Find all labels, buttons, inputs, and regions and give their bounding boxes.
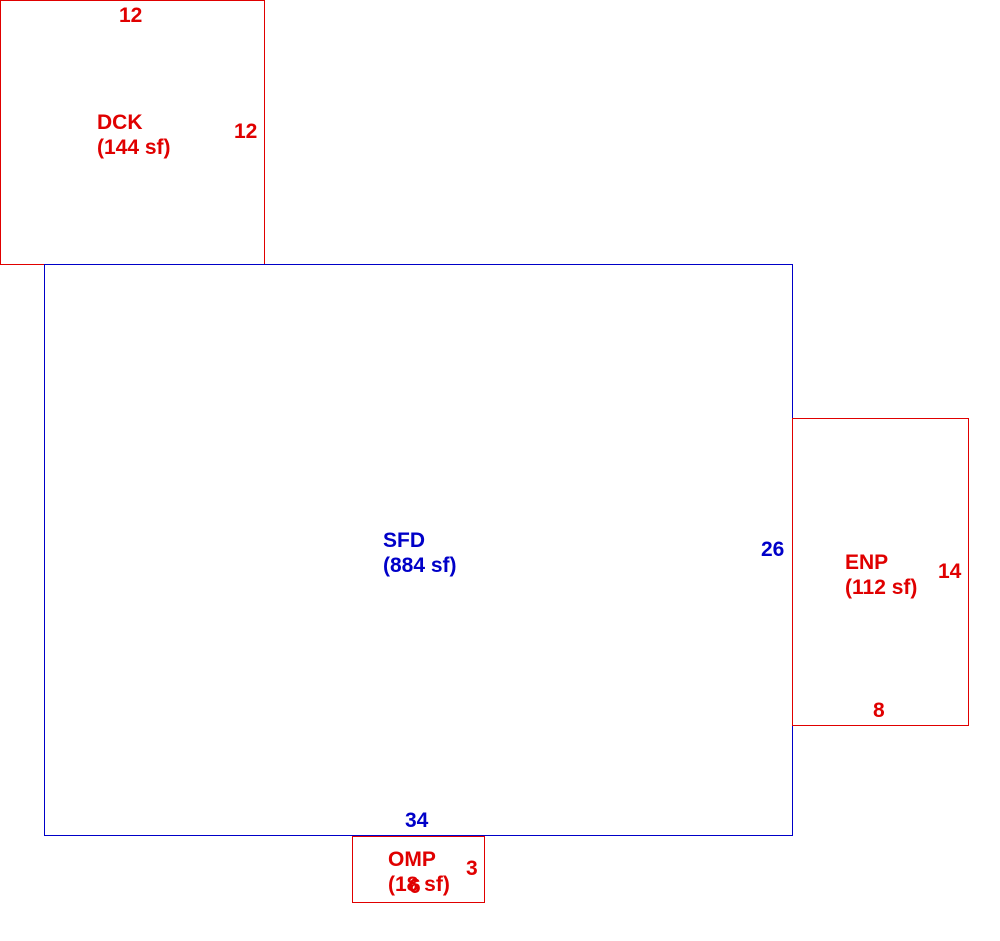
- sfd-name-label: SFD: [383, 529, 425, 552]
- dck-height-dimension: 12: [234, 120, 258, 143]
- sfd-height-dimension: 26: [761, 538, 785, 561]
- enp-width-dimension: 8: [873, 699, 885, 722]
- omp-name-label: OMP: [388, 848, 436, 871]
- omp-area-label: (18 sf): [388, 873, 450, 896]
- omp-width-dimension: 6: [409, 875, 421, 898]
- sfd-width-dimension: 34: [405, 809, 429, 832]
- enp-area-label: (112 sf): [845, 576, 918, 599]
- dck-width-dimension: 12: [119, 4, 143, 27]
- sfd-area-label: (884 sf): [383, 554, 457, 577]
- enp-area-outline: [792, 418, 969, 726]
- dck-area-label: (144 sf): [97, 136, 171, 159]
- omp-height-dimension: 3: [466, 857, 478, 880]
- enp-name-label: ENP: [845, 551, 889, 574]
- dck-name-label: DCK: [97, 111, 143, 134]
- omp-area-outline: [352, 836, 485, 903]
- enp-height-dimension: 14: [938, 560, 962, 583]
